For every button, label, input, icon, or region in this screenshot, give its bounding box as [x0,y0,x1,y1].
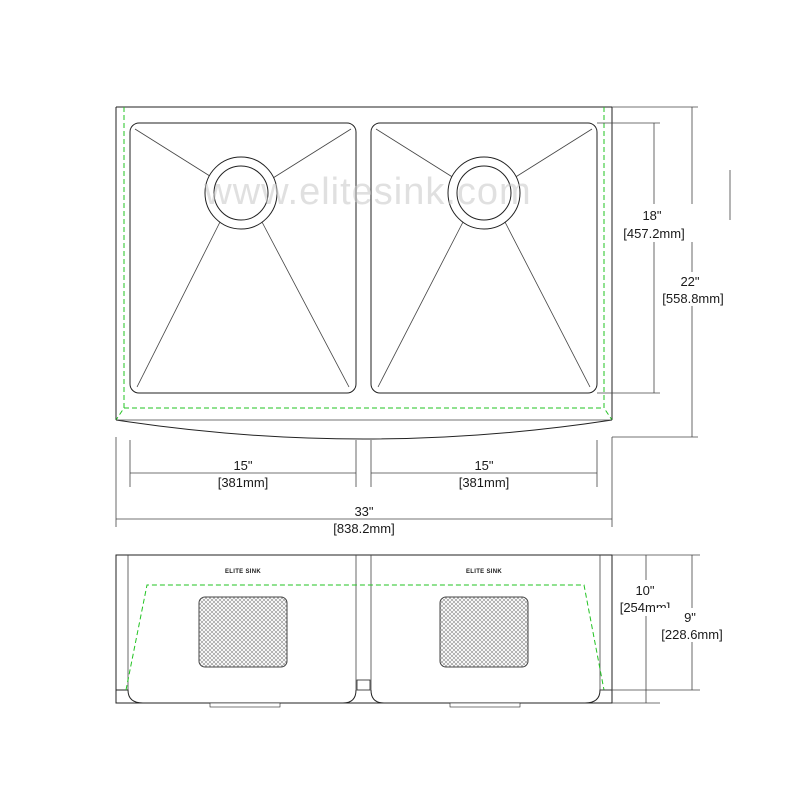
right-bowl-width-in: 15" [474,458,493,473]
left-bowl-bottom [116,689,357,704]
left-bowl-outline [129,122,357,394]
plan-view: www.elitesink.com 18" [457.2mm] 22" [558… [115,106,732,536]
bowl-height-in: 9" [684,610,696,625]
plan-guide-outline [115,107,613,421]
bowl-height-mm: [228.6mm] [661,627,722,642]
left-drain-stub [209,702,281,708]
front-outer-frame [115,554,613,704]
overall-depth-in: 22" [680,274,699,289]
front-height-dimensions: 10" [254mm] 9" [228.6mm] [600,554,731,704]
right-drain-inner [456,165,512,221]
left-bowl [129,122,357,394]
right-bowl-crease [375,128,455,179]
right-bowl-bottom [370,689,612,704]
front-view: ELITE SINK ELITE SINK 10" [254mm] 9" [22… [115,554,731,708]
brand-right: ELITE SINK [466,569,502,575]
divider-notch [356,679,371,691]
plan-width-dimensions: 15" [381mm] 15" [381mm] 33" [838.2mm] [115,437,613,536]
overall-width-mm: [838.2mm] [333,521,394,536]
plan-outer-frame [115,106,613,420]
bowl-depth-mm: [457.2mm] [623,226,684,241]
brand-left: ELITE SINK [225,569,261,575]
left-grid-basket [198,596,288,668]
bowl-depth-in: 18" [642,208,661,223]
left-bowl-width-mm: [381mm] [218,475,269,490]
apron-height-in: 10" [635,583,654,598]
right-bowl-crease [513,128,593,179]
left-bowl-crease [134,128,214,179]
left-drain-inner [213,165,269,221]
right-bowl-width-mm: [381mm] [459,475,510,490]
left-bowl-crease [272,128,352,179]
right-drain-stub [449,702,521,708]
right-bowl-outline [370,122,598,394]
overall-width-in: 33" [354,504,373,519]
left-bowl-crease [261,221,350,388]
overall-depth-mm: [558.8mm] [662,291,723,306]
plan-depth-dimensions: 18" [457.2mm] 22" [558.8mm] [597,106,732,438]
right-grid-basket [439,596,529,668]
right-bowl-crease [377,221,464,388]
front-guide-outline [125,584,605,691]
right-bowl [370,122,598,394]
right-bowl-crease [504,221,591,388]
watermark-text: www.elitesink.com [203,171,531,213]
left-bowl-crease [136,221,221,388]
apron-curve [115,419,613,440]
left-bowl-width-in: 15" [233,458,252,473]
